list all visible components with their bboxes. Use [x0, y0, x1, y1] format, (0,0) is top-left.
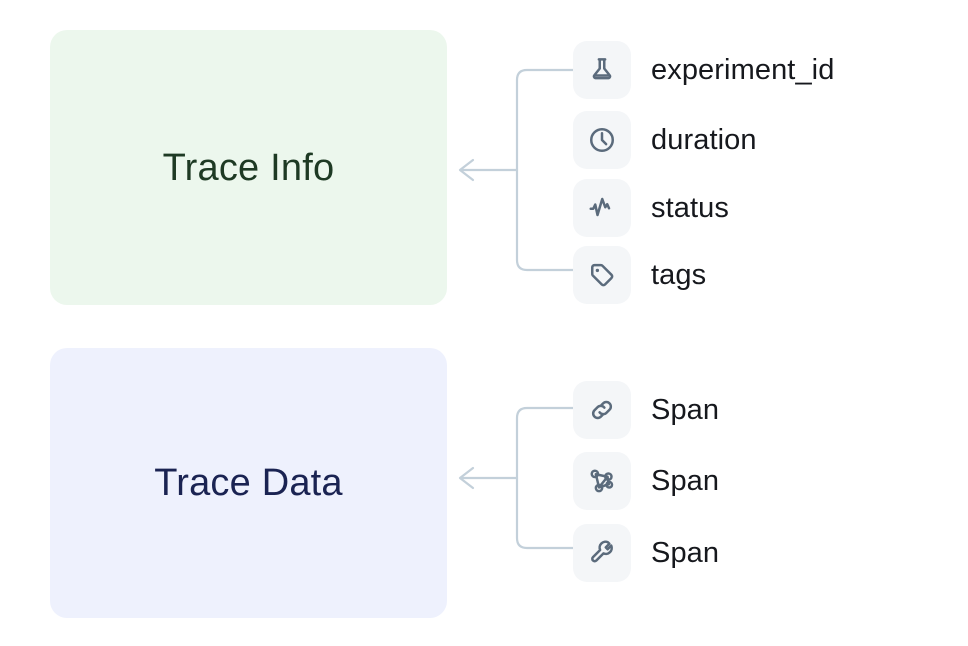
trace-info-title: Trace Info — [162, 146, 335, 189]
list-item[interactable]: Span — [573, 524, 719, 582]
list-item[interactable]: Span — [573, 452, 719, 510]
trace-data-title: Trace Data — [154, 462, 343, 504]
network-icon — [573, 452, 631, 510]
trace-info-box[interactable]: Trace Info — [50, 30, 447, 305]
trace-data-box[interactable]: Trace Data — [50, 348, 447, 618]
tag-icon — [573, 246, 631, 304]
list-item[interactable]: duration — [573, 111, 757, 169]
list-item-label: Span — [651, 393, 720, 426]
list-item-label: Span — [651, 464, 720, 497]
list-item-label: duration — [651, 123, 757, 156]
list-item-label: status — [651, 191, 729, 224]
list-item-label: Span — [651, 536, 720, 569]
trace-data-connector — [458, 406, 575, 550]
list-item[interactable]: tags — [573, 246, 706, 304]
trace-info-connector — [458, 68, 575, 272]
list-item[interactable]: experiment_id — [573, 41, 834, 99]
list-item[interactable]: status — [573, 179, 729, 237]
list-item-label: tags — [651, 258, 707, 291]
activity-icon — [573, 179, 631, 237]
flask-icon — [573, 41, 631, 99]
link-icon — [573, 381, 631, 439]
list-item-label: experiment_id — [651, 53, 835, 86]
list-item[interactable]: Span — [573, 381, 719, 439]
clock-icon — [573, 111, 631, 169]
wrench-icon — [573, 524, 631, 582]
